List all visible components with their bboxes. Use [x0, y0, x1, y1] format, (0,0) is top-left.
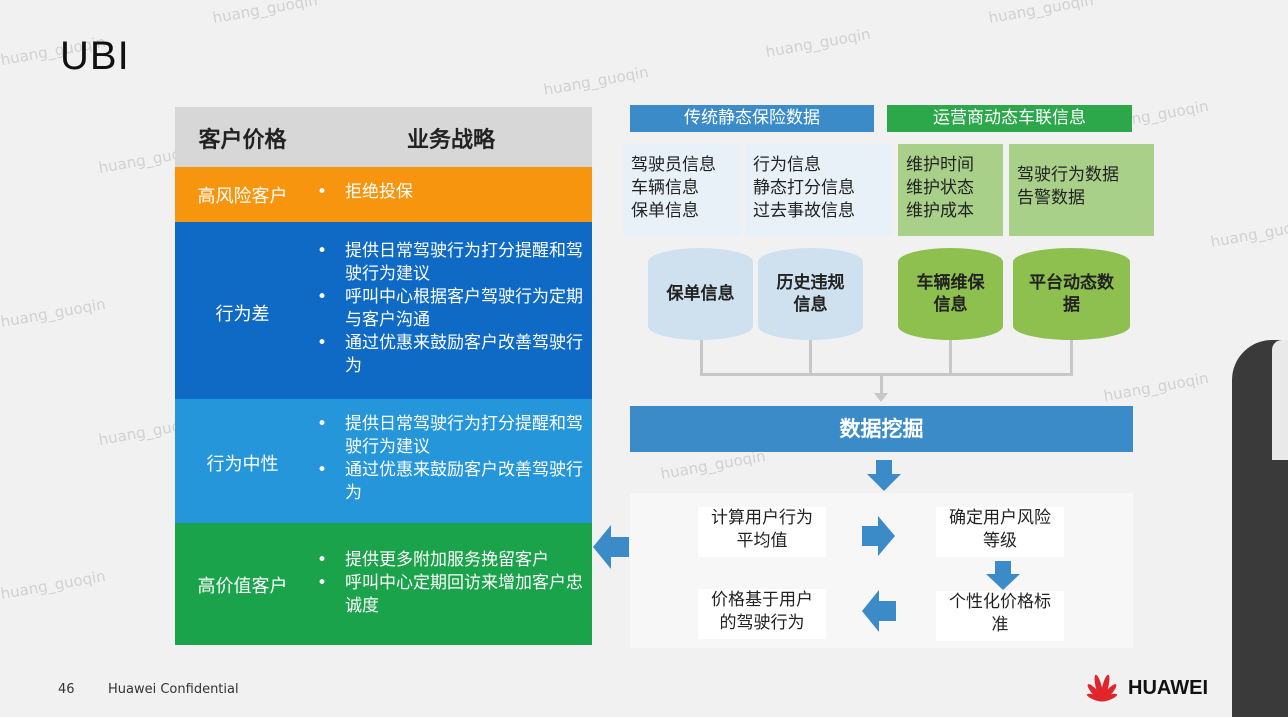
cylinder-label: 保单信息	[666, 284, 735, 304]
cylinder-violation-history: 历史违规 信息	[758, 248, 863, 340]
strategy-list: 拒绝投保	[315, 181, 585, 204]
info-text: 行为信息 静态打分信息 过去事故信息	[753, 155, 855, 221]
flow-step-personalized-price: 个性化价格标 准	[936, 591, 1064, 641]
table-header: 客户价格 业务战略	[175, 107, 592, 167]
connector-line	[809, 340, 812, 376]
cylinder-policy-info: 保单信息	[648, 248, 753, 340]
list-item: 拒绝投保	[315, 181, 585, 204]
table-row-neutral-behavior: 行为中性 提供日常驾驶行为打分提醒和驾驶行为建议 通过优惠来鼓励客户改善驾驶行为	[175, 399, 592, 523]
watermark: huang_guoqin	[987, 0, 1095, 28]
left-arrow-icon	[862, 590, 896, 632]
data-mining-bar: 数据挖掘	[630, 406, 1133, 452]
down-arrow-icon	[986, 561, 1020, 590]
cylinder-label: 历史违规 信息	[776, 273, 845, 315]
row-name: 高价值客户	[197, 576, 288, 597]
watermark: huang_guoqin	[1102, 368, 1210, 406]
list-item: 提供日常驾驶行为打分提醒和驾驶行为建议	[315, 240, 585, 286]
connector-line	[700, 340, 703, 376]
list-item: 提供更多附加服务挽留客户	[315, 549, 585, 572]
presenter-shirt	[1272, 340, 1288, 460]
table-row-high-value: 高价值客户 提供更多附加服务挽留客户 呼叫中心定期回访来增加客户忠诚度	[175, 523, 592, 645]
info-box-driver: 驾驶员信息 车辆信息 保单信息	[623, 144, 740, 236]
connector-line	[1070, 340, 1073, 376]
list-item: 呼叫中心定期回访来增加客户忠诚度	[315, 572, 585, 618]
cylinder-label: 车辆维保 信息	[916, 273, 985, 315]
watermark: huang_guoqin	[764, 24, 872, 62]
connector-line	[880, 373, 883, 395]
watermark: huang_guoqin	[211, 0, 319, 28]
watermark: huang_guoqin	[1209, 214, 1288, 252]
flow-step-average: 计算用户行为 平均值	[698, 507, 826, 557]
dynamic-vehicle-data-header: 运营商动态车联信息	[887, 105, 1132, 132]
strategy-list: 提供日常驾驶行为打分提醒和驾驶行为建议 呼叫中心根据客户驾驶行为定期与客户沟通 …	[315, 240, 585, 378]
watermark: huang_guoqin	[659, 446, 767, 484]
list-item: 通过优惠来鼓励客户改善驾驶行为	[315, 332, 585, 378]
watermark: huang_guoqin	[0, 566, 107, 604]
info-box-maintenance: 维护时间 维护状态 维护成本	[898, 144, 1003, 236]
header-customer-price: 客户价格	[198, 128, 287, 153]
strategy-list: 提供更多附加服务挽留客户 呼叫中心定期回访来增加客户忠诚度	[315, 549, 585, 618]
connector-line	[949, 340, 952, 376]
info-text: 驾驶员信息 车辆信息 保单信息	[631, 155, 716, 221]
page-number: 46	[58, 682, 75, 697]
info-text: 维护时间 维护状态 维护成本	[906, 155, 974, 221]
strategy-list: 提供日常驾驶行为打分提醒和驾驶行为建议 通过优惠来鼓励客户改善驾驶行为	[315, 413, 585, 505]
info-text: 驾驶行为数据 告警数据	[1017, 165, 1119, 208]
flow-step-risk-level: 确定用户风险 等级	[936, 507, 1064, 557]
left-arrow-icon	[593, 525, 629, 569]
list-item: 通过优惠来鼓励客户改善驾驶行为	[315, 459, 585, 505]
row-name: 行为中性	[206, 454, 279, 475]
watermark: huang_guoqin	[542, 62, 650, 100]
table-row-bad-behavior: 行为差 提供日常驾驶行为打分提醒和驾驶行为建议 呼叫中心根据客户驾驶行为定期与客…	[175, 222, 592, 399]
header-business-strategy: 业务战略	[406, 128, 495, 153]
brand-name: HUAWEI	[1128, 677, 1208, 699]
down-arrow-icon	[874, 393, 888, 402]
info-box-driving-data: 驾驶行为数据 告警数据	[1009, 144, 1154, 236]
confidential-label: Huawei Confidential	[108, 682, 239, 697]
list-item: 提供日常驾驶行为打分提醒和驾驶行为建议	[315, 413, 585, 459]
cylinder-vehicle-maintenance: 车辆维保 信息	[898, 248, 1003, 340]
flow-step-price-by-behavior: 价格基于用户 的驾驶行为	[698, 589, 826, 639]
row-name: 行为差	[215, 304, 270, 325]
down-arrow-icon	[867, 460, 901, 491]
right-arrow-icon	[862, 516, 895, 556]
cylinder-label: 平台动态数 据	[1029, 273, 1114, 315]
connector-line	[700, 373, 1073, 376]
slide-title: UBI	[60, 34, 130, 78]
watermark: huang_guoqin	[0, 294, 107, 332]
table-row-high-risk: 高风险客户 拒绝投保	[175, 167, 592, 222]
list-item: 呼叫中心根据客户驾驶行为定期与客户沟通	[315, 286, 585, 332]
row-name: 高风险客户	[197, 186, 288, 207]
huawei-logo-icon	[1086, 674, 1118, 702]
cylinder-platform-dynamic-data: 平台动态数 据	[1013, 248, 1130, 340]
info-box-behavior: 行为信息 静态打分信息 过去事故信息	[745, 144, 892, 236]
static-insurance-data-header: 传统静态保险数据	[630, 105, 874, 132]
